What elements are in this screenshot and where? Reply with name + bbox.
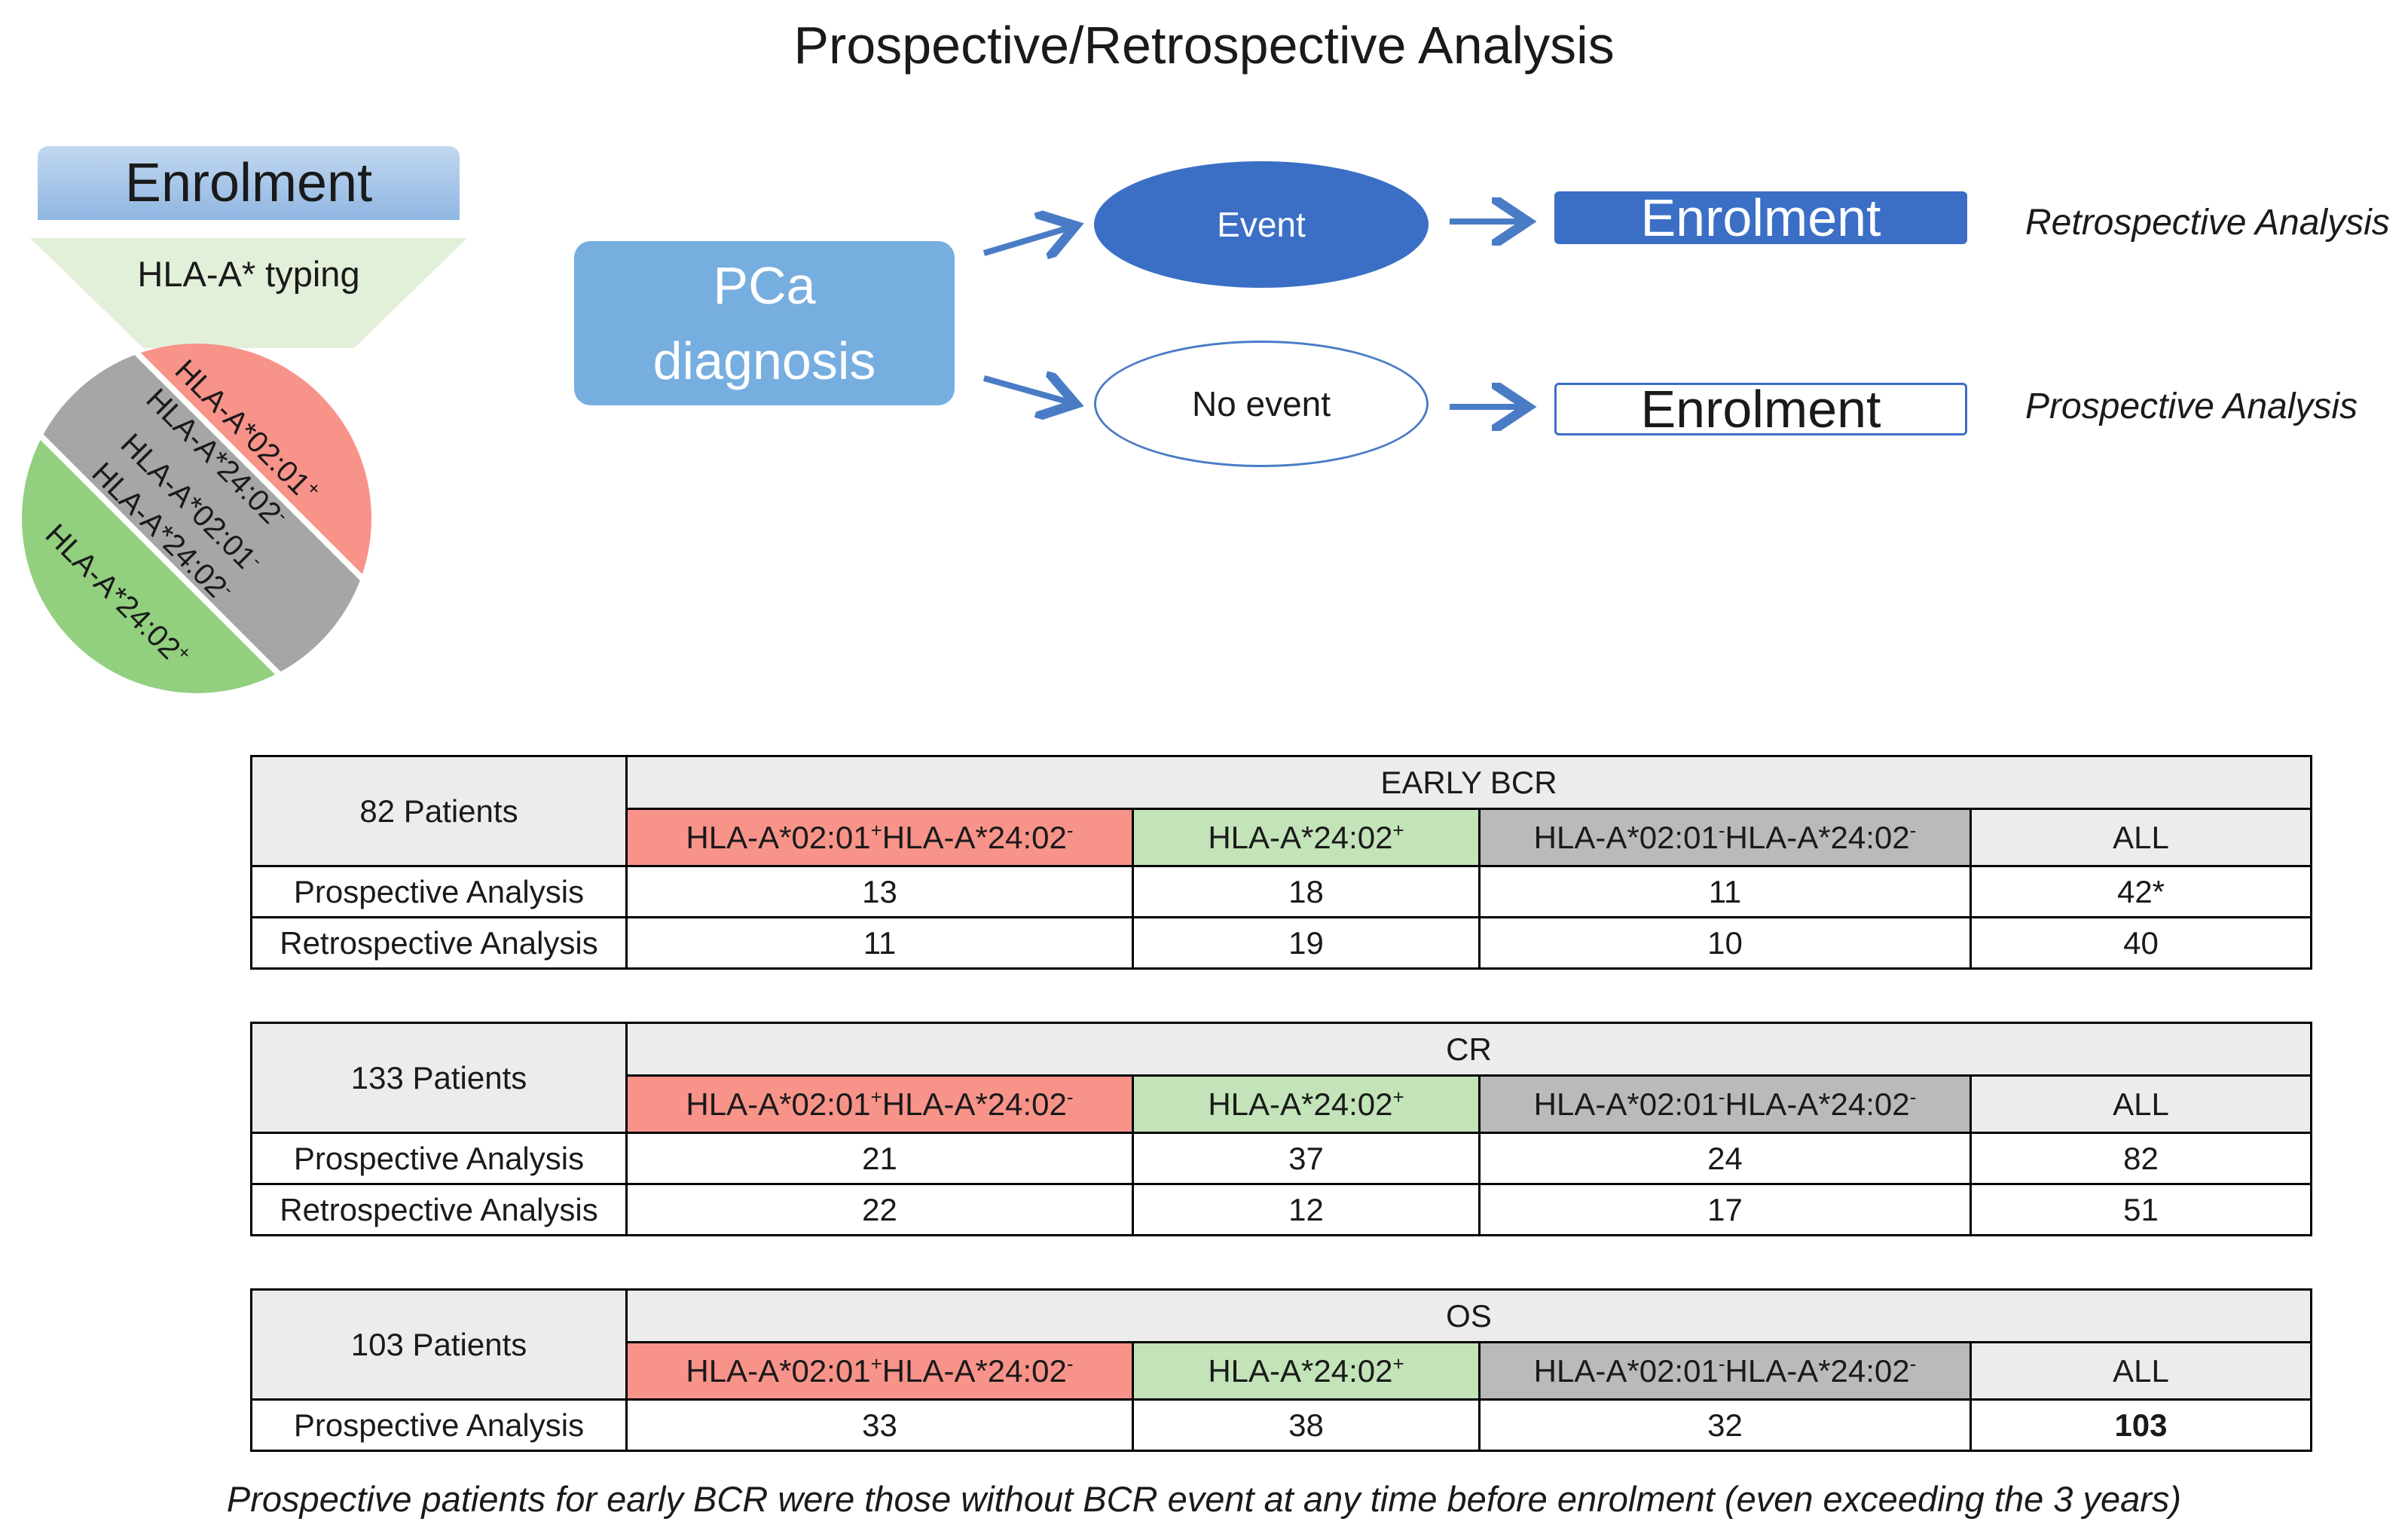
cell-value: 18 bbox=[1132, 865, 1481, 918]
col-header-a0201pos: HLA-A*02:01+HLA-A*24:02- bbox=[625, 1341, 1134, 1401]
no-event-ellipse: No event bbox=[1094, 341, 1429, 467]
arrow-to-no-event bbox=[982, 378, 1070, 402]
patients-count: 103 Patients bbox=[250, 1288, 628, 1401]
patients-count: 133 Patients bbox=[250, 1022, 628, 1134]
cell-all: 82 bbox=[1969, 1132, 2312, 1185]
cell-value: 12 bbox=[1132, 1183, 1481, 1236]
enrolment-header: Enrolment bbox=[38, 146, 460, 220]
col-header-a0201pos: HLA-A*02:01+HLA-A*24:02- bbox=[625, 1074, 1134, 1134]
table-row: Retrospective Analysis 22 12 17 51 bbox=[250, 1183, 2312, 1236]
col-header-double-neg: HLA-A*02:01-HLA-A*24:02- bbox=[1478, 1074, 1972, 1134]
pca-line2: diagnosis bbox=[652, 332, 876, 390]
col-header-all: ALL bbox=[1969, 1341, 2312, 1401]
enrolment-event-box: Enrolment bbox=[1554, 191, 1967, 244]
cell-value: 11 bbox=[1478, 865, 1972, 918]
cell-value: 32 bbox=[1478, 1398, 1972, 1452]
hla-pie bbox=[0, 332, 407, 723]
endpoint-header: CR bbox=[625, 1022, 2312, 1077]
cell-value: 19 bbox=[1132, 916, 1481, 970]
cell-value: 17 bbox=[1478, 1183, 1972, 1236]
patients-count: 82 Patients bbox=[250, 755, 628, 867]
pca-diagnosis-box: PCa diagnosis bbox=[574, 241, 955, 405]
enrolment-no-event-box: Enrolment bbox=[1554, 383, 1967, 435]
pca-line1: PCa bbox=[713, 256, 816, 315]
table-row: Retrospective Analysis 11 19 10 40 bbox=[250, 916, 2312, 970]
typing-funnel bbox=[30, 238, 467, 348]
footnote: Prospective patients for early BCR were … bbox=[226, 1479, 2182, 1519]
col-header-double-neg: HLA-A*02:01-HLA-A*24:02- bbox=[1478, 1341, 1972, 1401]
col-header-a0201pos: HLA-A*02:01+HLA-A*24:02- bbox=[625, 808, 1134, 867]
page-title: Prospective/Retrospective Analysis bbox=[793, 16, 1615, 75]
cell-value: 10 bbox=[1478, 916, 1972, 970]
arrow-to-event bbox=[982, 228, 1070, 253]
row-label: Prospective Analysis bbox=[250, 1132, 628, 1185]
table-row: Prospective Analysis 21 37 24 82 bbox=[250, 1132, 2312, 1185]
flow-arrows bbox=[982, 0, 2408, 527]
cell-value: 11 bbox=[625, 916, 1134, 970]
endpoint-header: EARLY BCR bbox=[625, 755, 2312, 810]
cell-all: 42* bbox=[1969, 865, 2312, 918]
event-ellipse: Event bbox=[1094, 161, 1429, 288]
row-label: Prospective Analysis bbox=[250, 1398, 628, 1452]
retrospective-analysis-label: Retrospective Analysis bbox=[2025, 203, 2390, 243]
col-header-a2402pos: HLA-A*24:02+ bbox=[1132, 808, 1481, 867]
endpoint-header: OS bbox=[625, 1288, 2312, 1343]
cell-value: 13 bbox=[625, 865, 1134, 918]
row-label: Prospective Analysis bbox=[250, 865, 628, 918]
early-bcr-table: 82 Patients EARLY BCR HLA-A*02:01+HLA-A*… bbox=[250, 755, 2312, 970]
col-header-a2402pos: HLA-A*24:02+ bbox=[1132, 1341, 1481, 1401]
col-header-double-neg: HLA-A*02:01-HLA-A*24:02- bbox=[1478, 808, 1972, 867]
cell-all: 103 bbox=[1969, 1398, 2312, 1452]
prospective-analysis-label: Prospective Analysis bbox=[2025, 387, 2358, 426]
table-row: Prospective Analysis 13 18 11 42* bbox=[250, 865, 2312, 918]
row-label: Retrospective Analysis bbox=[250, 1183, 628, 1236]
cell-value: 22 bbox=[625, 1183, 1134, 1236]
col-header-all: ALL bbox=[1969, 1074, 2312, 1134]
os-table: 103 Patients OS HLA-A*02:01+HLA-A*24:02-… bbox=[250, 1288, 2312, 1452]
typing-label: HLA-A* typing bbox=[137, 254, 360, 294]
cell-value: 33 bbox=[625, 1398, 1134, 1452]
cr-table: 133 Patients CR HLA-A*02:01+HLA-A*24:02-… bbox=[250, 1022, 2312, 1236]
col-header-all: ALL bbox=[1969, 808, 2312, 867]
cell-value: 24 bbox=[1478, 1132, 1972, 1185]
table-row: Prospective Analysis 33 38 32 103 bbox=[250, 1398, 2312, 1452]
row-label: Retrospective Analysis bbox=[250, 916, 628, 970]
cell-value: 38 bbox=[1132, 1398, 1481, 1452]
cell-value: 21 bbox=[625, 1132, 1134, 1185]
cell-all: 40 bbox=[1969, 916, 2312, 970]
cell-value: 37 bbox=[1132, 1132, 1481, 1185]
cell-all: 51 bbox=[1969, 1183, 2312, 1236]
col-header-a2402pos: HLA-A*24:02+ bbox=[1132, 1074, 1481, 1134]
pie-segment-grey bbox=[33, 339, 380, 686]
